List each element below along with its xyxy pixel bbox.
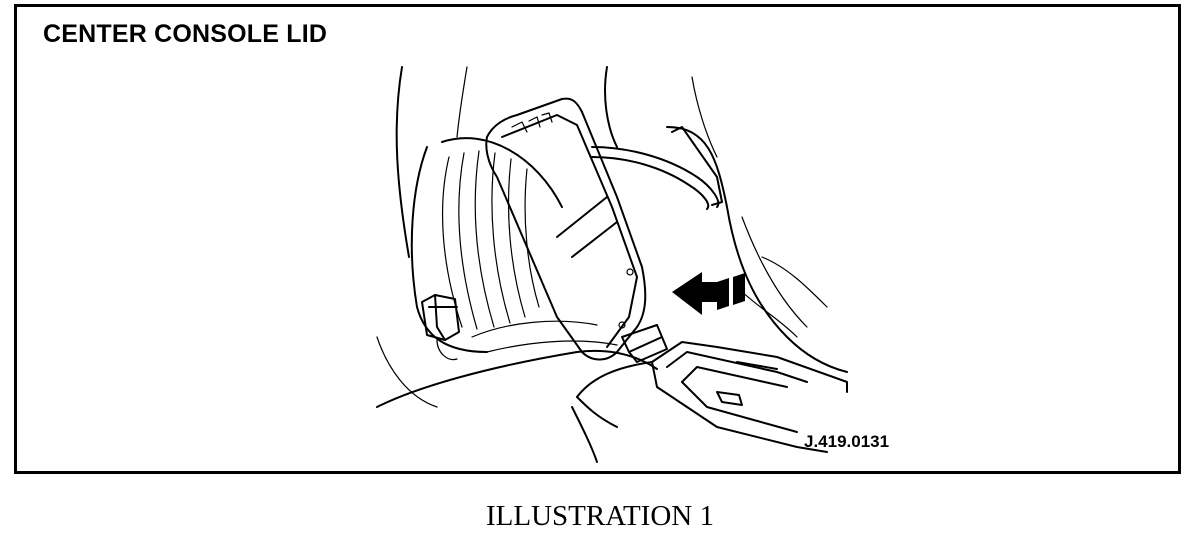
illustration-frame: CENTER CONSOLE LID [14,4,1181,474]
illustration-title: CENTER CONSOLE LID [43,20,328,48]
illustration-caption: ILLUSTRATION 1 [486,500,714,532]
strap-handle [591,126,723,210]
console-lid [485,97,668,363]
seat-cushion [376,320,658,463]
console-lid-drawing [376,66,848,463]
direction-arrow [672,272,745,315]
console-base [576,341,848,453]
part-reference-code: J.419.0131 [804,432,890,451]
seat-back [395,66,563,353]
seatbelt-buckle [421,294,460,361]
right-seat [604,66,848,373]
